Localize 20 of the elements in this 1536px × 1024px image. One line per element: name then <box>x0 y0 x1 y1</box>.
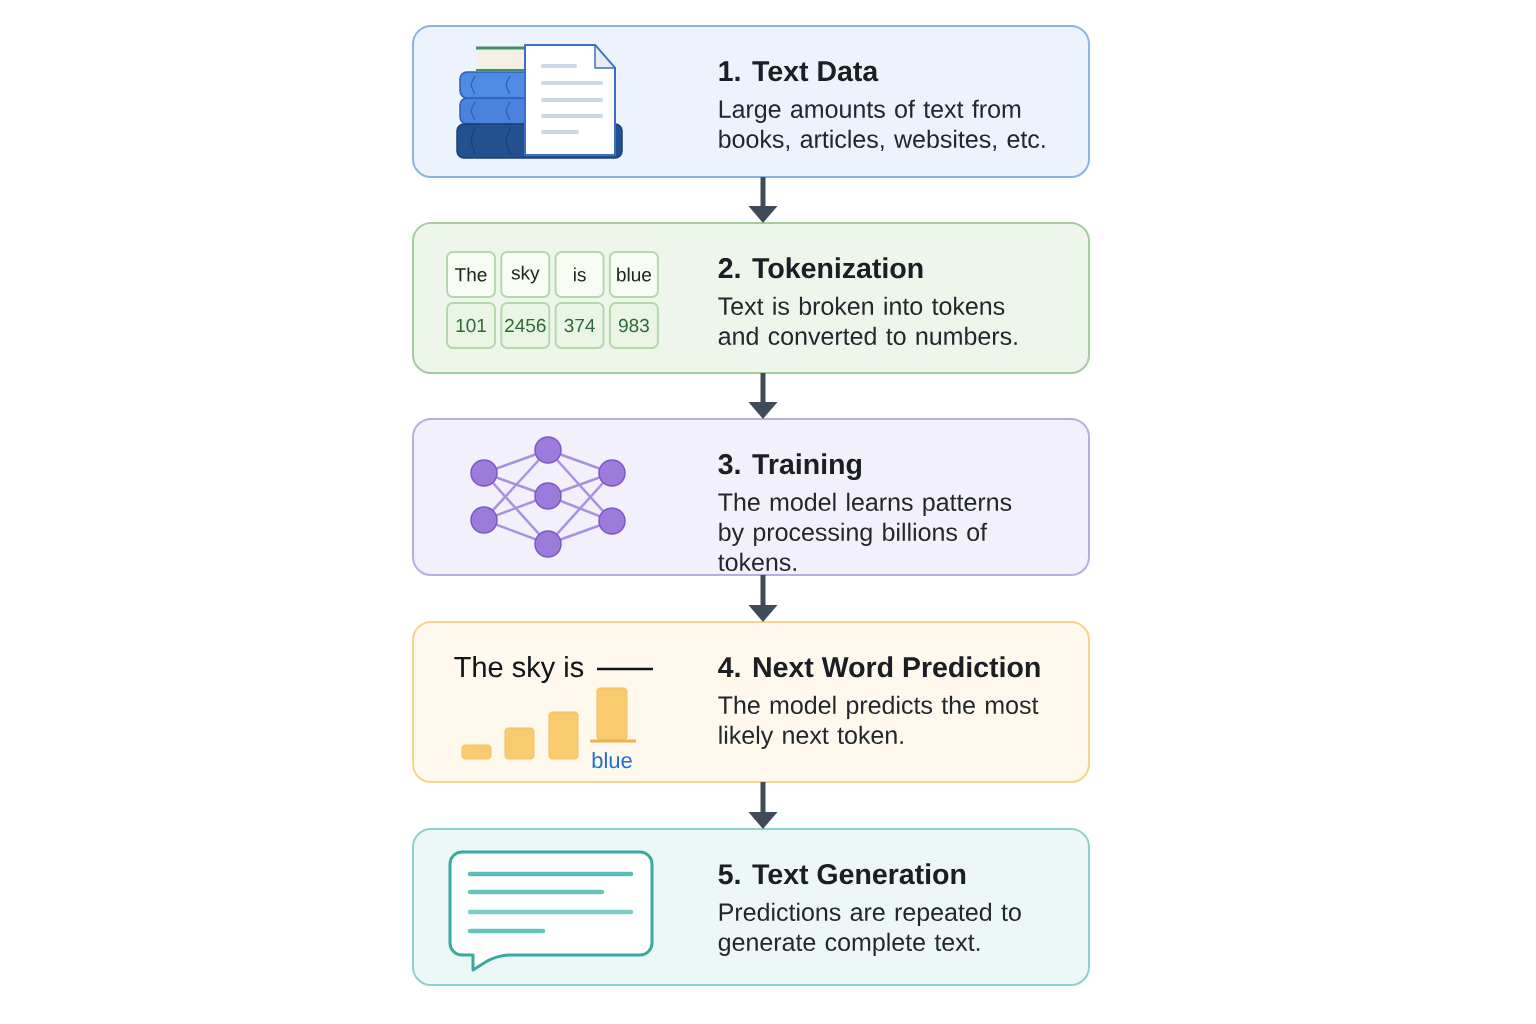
step-title: 5. Text Generation <box>718 863 966 885</box>
token-box: 983 <box>608 302 659 349</box>
step-description: Large amounts of text from books, articles, websites, etc. <box>719 99 1045 151</box>
token-box: 101 <box>446 302 496 349</box>
prompt-text: The sky is <box>454 656 584 683</box>
token-box: sky <box>500 251 551 298</box>
step-description: The model learns patterns by processing billions of tokens. <box>718 492 1012 572</box>
step-description: Text is broken into tokens and converted to numbers. <box>718 296 1017 346</box>
step-description: Predictions are repeated to generate complete text. <box>718 902 1021 956</box>
token-box: 2456 <box>500 302 551 349</box>
token-box: 374 <box>554 302 605 349</box>
step-title: 3. Training <box>718 453 861 481</box>
step-title: 2. Tokenization <box>718 257 923 279</box>
predicted-word: blue <box>592 752 632 769</box>
token-box: is <box>554 251 605 298</box>
step-title: 4. Next Word Prediction <box>718 656 1040 678</box>
token-box: blue <box>608 251 659 298</box>
token-box: The <box>446 251 496 298</box>
step-title: 1. Text Data <box>719 61 879 82</box>
step-description: The model predicts the most likely next token. <box>718 695 1039 749</box>
